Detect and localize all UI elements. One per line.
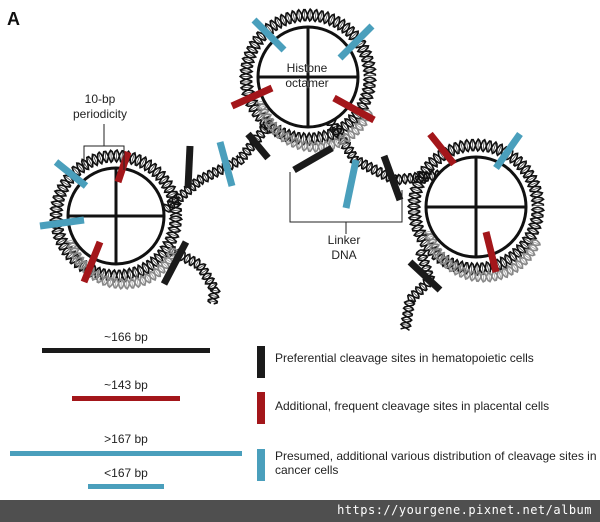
fragment-bar-lt167 bbox=[88, 484, 164, 489]
tail-right-strand-a bbox=[400, 249, 436, 330]
linker-left bbox=[162, 117, 276, 213]
nucleosome-left-wrap-back-strand-b bbox=[66, 238, 180, 290]
nucleosome-left-wrap-front bbox=[48, 148, 184, 284]
fragment-bar-166 bbox=[42, 348, 210, 353]
fragment-label-lt167: <167 bp bbox=[104, 466, 148, 480]
linker-label-line2: DNA bbox=[331, 248, 357, 262]
tail-right-strand-b bbox=[399, 249, 434, 332]
cleavage-site-black-4 bbox=[184, 145, 194, 189]
fragment-label-143: ~143 bp bbox=[104, 378, 148, 392]
cleavage-site-layer bbox=[39, 17, 523, 293]
watermark-url: https://yourgene.pixnet.net/album bbox=[337, 503, 592, 517]
legend-text-blue: Presumed, additional various distributio… bbox=[275, 449, 597, 477]
histone-layer bbox=[66, 25, 528, 266]
legend-text-blue-line2: cancer cells bbox=[275, 463, 339, 477]
cleavage-site-black-18 bbox=[407, 259, 443, 293]
nucleosome-top-wrap-back-strand-b bbox=[255, 102, 374, 154]
cleavage-site-blue-13 bbox=[342, 159, 360, 209]
legend-text-red: Additional, frequent cleavage sites in p… bbox=[275, 399, 550, 413]
cleavage-site-blue-0 bbox=[53, 159, 89, 189]
nucleosome-left-wrap-back bbox=[65, 238, 180, 290]
linker-dna-label: Linker DNA bbox=[314, 233, 374, 263]
cleavage-site-red-15 bbox=[427, 131, 457, 167]
cleavage-site-black-11 bbox=[245, 131, 271, 161]
bracket-layer bbox=[83, 124, 403, 234]
histone-label-line1: Histone bbox=[286, 61, 328, 75]
fragment-bar-gt167 bbox=[10, 451, 242, 456]
nucleosome-top-wrap-front-strand-b bbox=[239, 8, 378, 146]
nucleosome-left-wrap-front-strand-b bbox=[49, 149, 184, 283]
nucleosome-top-wrap-front bbox=[238, 7, 378, 147]
periodicity-label-line2: periodicity bbox=[72, 107, 128, 121]
legend-text-black: Preferential cleavage sites in hematopoi… bbox=[275, 351, 534, 365]
cleavage-site-black-14 bbox=[380, 154, 404, 202]
periodicity-label: 10-bp periodicity bbox=[60, 92, 140, 122]
fragment-bar-143 bbox=[72, 396, 180, 401]
cleavage-site-blue-5 bbox=[216, 141, 236, 187]
cleavage-site-red-2 bbox=[114, 150, 132, 184]
legend-text-blue-line1: Presumed, additional various distributio… bbox=[275, 449, 597, 463]
cleavage-site-red-9 bbox=[230, 84, 274, 110]
histone-label-line2: octamer bbox=[285, 76, 329, 90]
cleavage-site-blue-1 bbox=[39, 216, 85, 230]
cleavage-site-red-17 bbox=[482, 231, 500, 273]
nucleosome-right-wrap-back bbox=[423, 230, 542, 284]
cleavage-site-blue-16 bbox=[493, 131, 523, 171]
cleavage-site-blue-7 bbox=[251, 17, 287, 53]
histone-octamer-label: Histone octamer bbox=[270, 61, 344, 91]
nucleosome-diagram bbox=[39, 7, 546, 332]
cleavage-site-blue-8 bbox=[337, 23, 375, 61]
panel-label: A bbox=[7, 9, 20, 29]
cleavage-site-black-12 bbox=[292, 144, 334, 174]
legend-swatch-red bbox=[257, 392, 265, 424]
linker-left-strand-b bbox=[162, 121, 276, 211]
tail-right bbox=[399, 249, 436, 332]
nucleosome-left-wrap-back-strand-a bbox=[65, 240, 177, 290]
legend-swatch-blue bbox=[257, 449, 265, 481]
nucleosome-right-wrap-back-strand-b bbox=[423, 232, 542, 284]
fragment-label-gt167: >167 bp bbox=[104, 432, 148, 446]
fragment-label-166: ~166 bp bbox=[104, 330, 148, 344]
linker-label-line1: Linker bbox=[327, 233, 361, 247]
nucleosome-top-wrap-back bbox=[255, 100, 374, 154]
cleavage-site-red-3 bbox=[80, 240, 104, 284]
cleavage-site-red-10 bbox=[332, 94, 376, 124]
legend-swatch-black bbox=[257, 346, 265, 378]
watermark-bar: https://yourgene.pixnet.net/album bbox=[0, 500, 600, 522]
periodicity-label-line1: 10-bp bbox=[84, 92, 116, 106]
nucleosome-top-wrap-front-strand-a bbox=[238, 7, 377, 147]
cleavage-site-black-6 bbox=[160, 240, 190, 286]
